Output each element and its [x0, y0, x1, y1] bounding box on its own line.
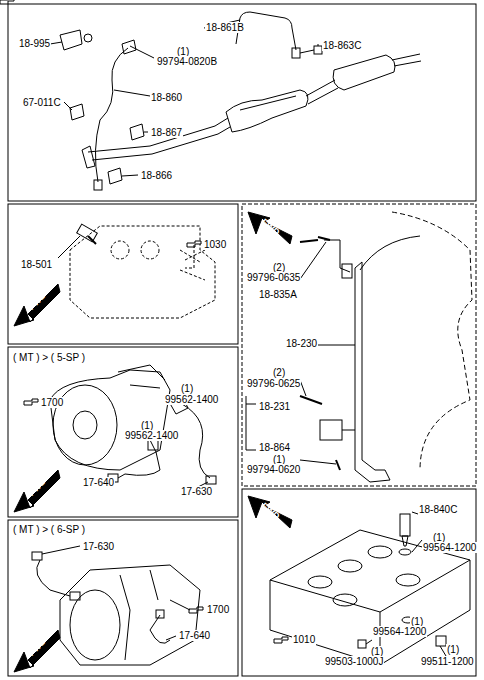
direction-label: FWD [258, 500, 282, 523]
callout-number: 67-011C [22, 97, 62, 108]
callout-number: 99796-0635 [246, 272, 301, 283]
callout-number: 99794-0820B [156, 56, 218, 67]
callout-number: 18-861B [205, 22, 245, 33]
callout-number: 18-867 [150, 127, 183, 138]
callout-number: ( MT ) > ( 6-SP ) [12, 524, 86, 535]
callout-number: 18-231 [258, 401, 291, 412]
callout-number: 1010 [292, 634, 316, 645]
callout-number: 17-640 [82, 477, 115, 488]
callout-number: 18-840C [418, 504, 458, 515]
direction-label: FWD [258, 216, 282, 239]
callout-number: ( MT ) > ( 5-SP ) [12, 352, 86, 363]
callout-number: 99562-1400 [124, 430, 179, 441]
callout-number: 99564-1200 [372, 626, 427, 637]
callout-number: 99564-1200 [422, 542, 477, 553]
callout-number: 99562-1400 [164, 394, 219, 405]
callout-number: 18-860 [150, 92, 183, 103]
callout-number: 17-640 [178, 630, 211, 641]
callout-number: 18-995 [18, 38, 51, 49]
callout-number: 1700 [40, 397, 64, 408]
callout-number: 17-630 [82, 541, 115, 552]
callout-number: 99511-1200 [420, 656, 475, 667]
callout-number: 99503-1000J [324, 656, 384, 667]
callout-number: 18-863C [322, 40, 362, 51]
callout-number: 18-501 [20, 259, 53, 270]
callout-number: (1) [180, 383, 194, 394]
callout-number: 17-630 [180, 486, 213, 497]
callout-number: 18-230 [285, 338, 318, 349]
callout-number: 18-866 [140, 170, 173, 181]
callout-number: 99796-0625 [246, 378, 301, 389]
callout-number: (2) [272, 367, 286, 378]
callout-number: 99794-0620 [246, 464, 301, 475]
callout-number: 1700 [206, 604, 230, 615]
callout-number: 18-864 [258, 442, 291, 453]
callout-number: 1030 [203, 239, 227, 250]
callout-number: (1) [446, 644, 460, 655]
callout-number: 18-835A [258, 289, 298, 300]
